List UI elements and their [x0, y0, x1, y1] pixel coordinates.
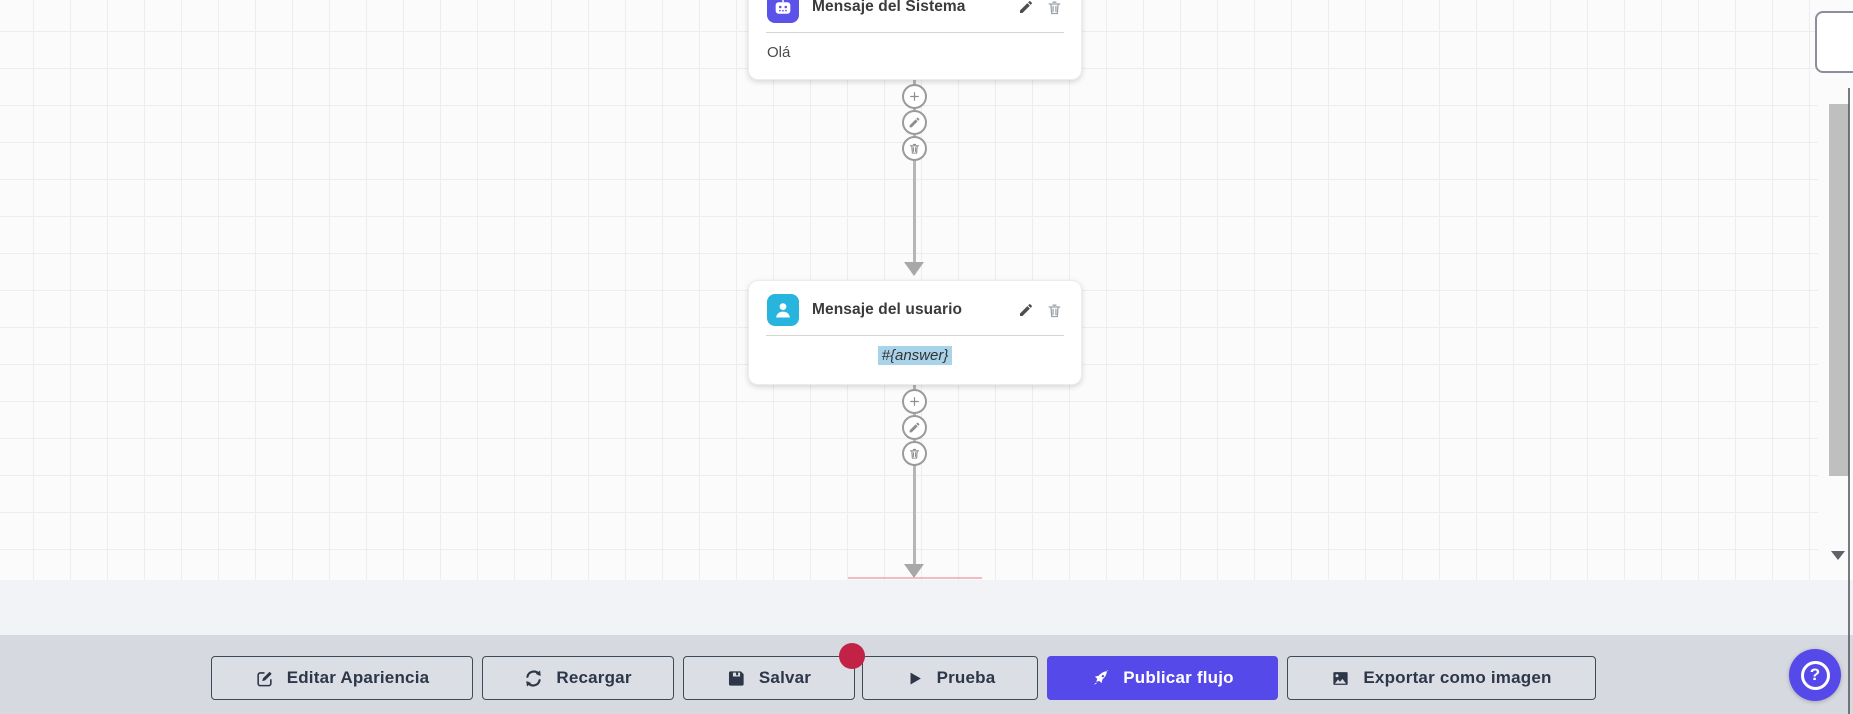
arrowhead-icon: [904, 262, 924, 276]
divider: [766, 335, 1064, 336]
edit-node-icon[interactable]: [1018, 0, 1034, 15]
help-button[interactable]: ?: [1789, 649, 1841, 701]
test-button[interactable]: Prueba: [862, 656, 1038, 700]
flow-canvas[interactable]: Mensaje del Sistema Olá: [0, 0, 1853, 580]
user-icon: [767, 294, 799, 326]
node-actions: [1018, 0, 1063, 16]
delete-step-button[interactable]: [902, 136, 927, 161]
node-header: Mensaje del Sistema: [749, 0, 1081, 32]
question-icon: ?: [1800, 660, 1830, 690]
edit-node-icon[interactable]: [1018, 302, 1034, 318]
node-body-text[interactable]: #{answer}: [749, 336, 1081, 378]
reload-button[interactable]: Recargar: [482, 656, 674, 700]
button-label: Salvar: [758, 668, 812, 687]
button-label: Editar Apariencia: [286, 668, 430, 687]
node-system-message[interactable]: Mensaje del Sistema Olá: [748, 0, 1082, 80]
button-label: Recargar: [556, 668, 632, 687]
divider: [766, 32, 1064, 33]
edit-appearance-button[interactable]: Editar Apariencia: [211, 656, 473, 700]
arrowhead-icon: [904, 564, 924, 578]
add-step-button[interactable]: [902, 84, 927, 109]
button-label: Exportar como imagen: [1363, 668, 1552, 687]
export-image-button[interactable]: Exportar como imagen: [1287, 656, 1596, 700]
flow-edge: [913, 378, 916, 564]
node-body-text[interactable]: Olá: [767, 44, 791, 61]
edit-step-button[interactable]: [902, 110, 927, 135]
question-glyph: ?: [1809, 665, 1821, 684]
node-title: Mensaje del usuario: [812, 301, 963, 318]
flow-edge: [913, 70, 916, 264]
delete-step-button[interactable]: [902, 441, 927, 466]
robot-icon: [767, 0, 799, 23]
canvas-bottom-spacer: [0, 580, 1853, 635]
edit-step-button[interactable]: [902, 415, 927, 440]
button-label: Prueba: [936, 668, 996, 687]
canvas-scrollbar-thumb[interactable]: [1829, 104, 1849, 476]
unsaved-changes-badge: [839, 643, 865, 669]
button-label: Publicar flujo: [1123, 668, 1234, 687]
node-actions: [1018, 302, 1063, 319]
node-user-message[interactable]: Mensaje del usuario #{answer}: [748, 280, 1082, 385]
publish-flow-button[interactable]: Publicar flujo: [1047, 656, 1278, 700]
node-title: Mensaje del Sistema: [812, 0, 966, 15]
scroll-down-arrow-icon[interactable]: [1831, 551, 1845, 560]
save-button[interactable]: Salvar: [683, 656, 855, 700]
next-node-edge: [848, 577, 982, 579]
node-header: Mensaje del usuario: [749, 281, 1081, 335]
delete-node-icon[interactable]: [1046, 302, 1063, 319]
delete-node-icon[interactable]: [1046, 0, 1063, 16]
add-step-button[interactable]: [902, 389, 927, 414]
offscreen-panel: [1815, 11, 1853, 73]
variable-chip[interactable]: #{answer}: [877, 346, 953, 365]
window-scrollbar-edge[interactable]: [1848, 88, 1850, 714]
